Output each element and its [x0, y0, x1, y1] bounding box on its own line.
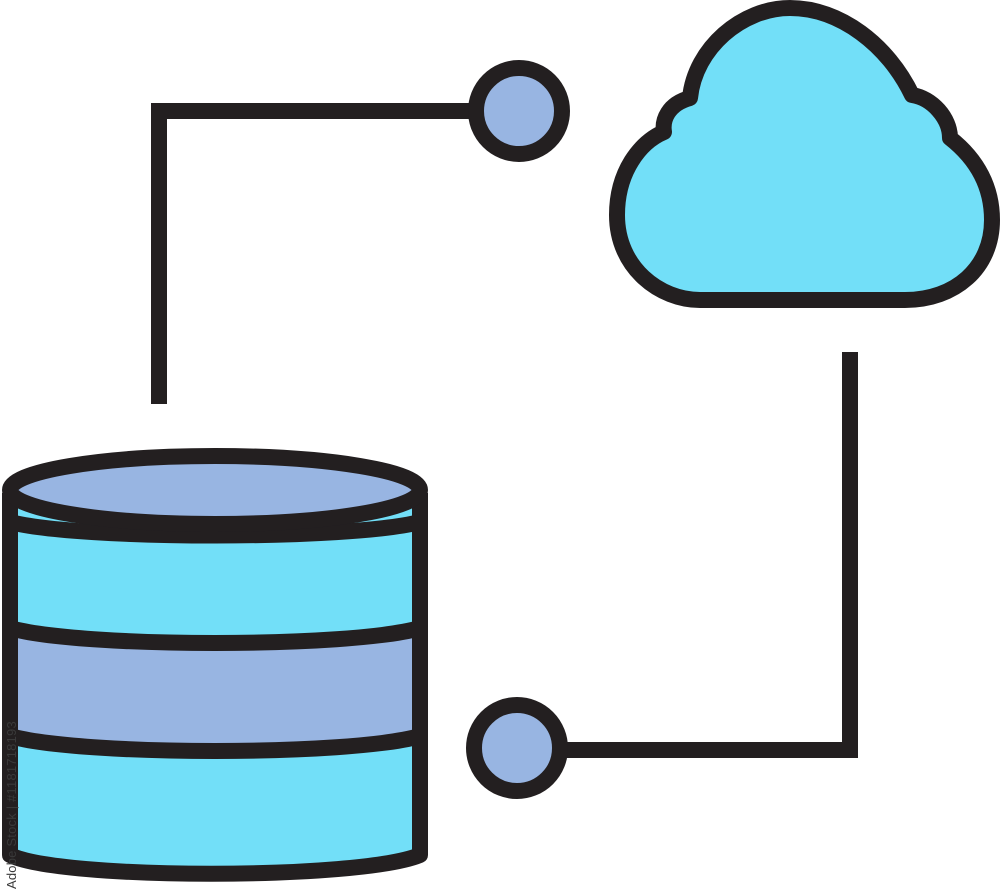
- cloud-icon: [609, 0, 1000, 308]
- connector-line-bottom: [565, 352, 858, 758]
- database-divider-1: [8, 514, 422, 544]
- database-divider-2: [7, 620, 423, 651]
- database-middle-band: [10, 630, 420, 750]
- database-outline: [2, 493, 428, 882]
- watermark-side-text: Adobe Stock | #1181718193: [4, 721, 19, 889]
- database-divider-3: [7, 728, 423, 759]
- database-top: [2, 448, 428, 532]
- top-node-circle-icon: [468, 60, 570, 162]
- connector-line-top: [151, 103, 480, 404]
- bottom-node-circle-icon: [466, 697, 568, 799]
- database-icon: [2, 448, 428, 882]
